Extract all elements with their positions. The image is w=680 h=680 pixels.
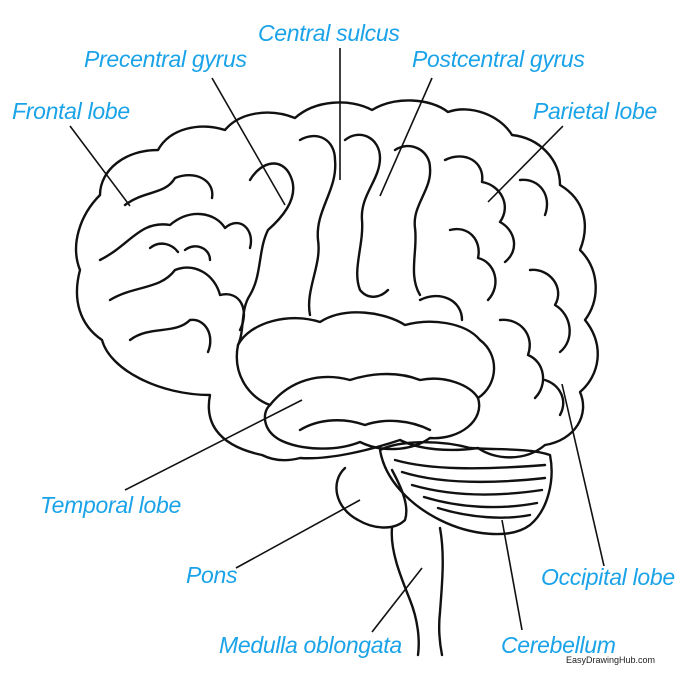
label-pons: Pons [186,564,237,587]
label-parietal-lobe: Parietal lobe [533,100,657,123]
temporal-lobe-outline [237,312,494,449]
label-central-sulcus: Central sulcus [258,22,400,45]
label-postcentral-gyrus: Postcentral gyrus [412,48,585,71]
label-precentral-gyrus: Precentral gyrus [84,48,247,71]
watermark: EasyDrawingHub.com [563,654,658,666]
label-frontal-lobe: Frontal lobe [12,100,130,123]
cerebrum-outline [76,100,598,460]
label-medulla-oblongata: Medulla oblongata [219,634,402,657]
pons-outline [336,468,406,528]
label-temporal-lobe: Temporal lobe [40,494,181,517]
label-occipital-lobe: Occipital lobe [541,566,675,589]
leader-lines [70,48,604,632]
